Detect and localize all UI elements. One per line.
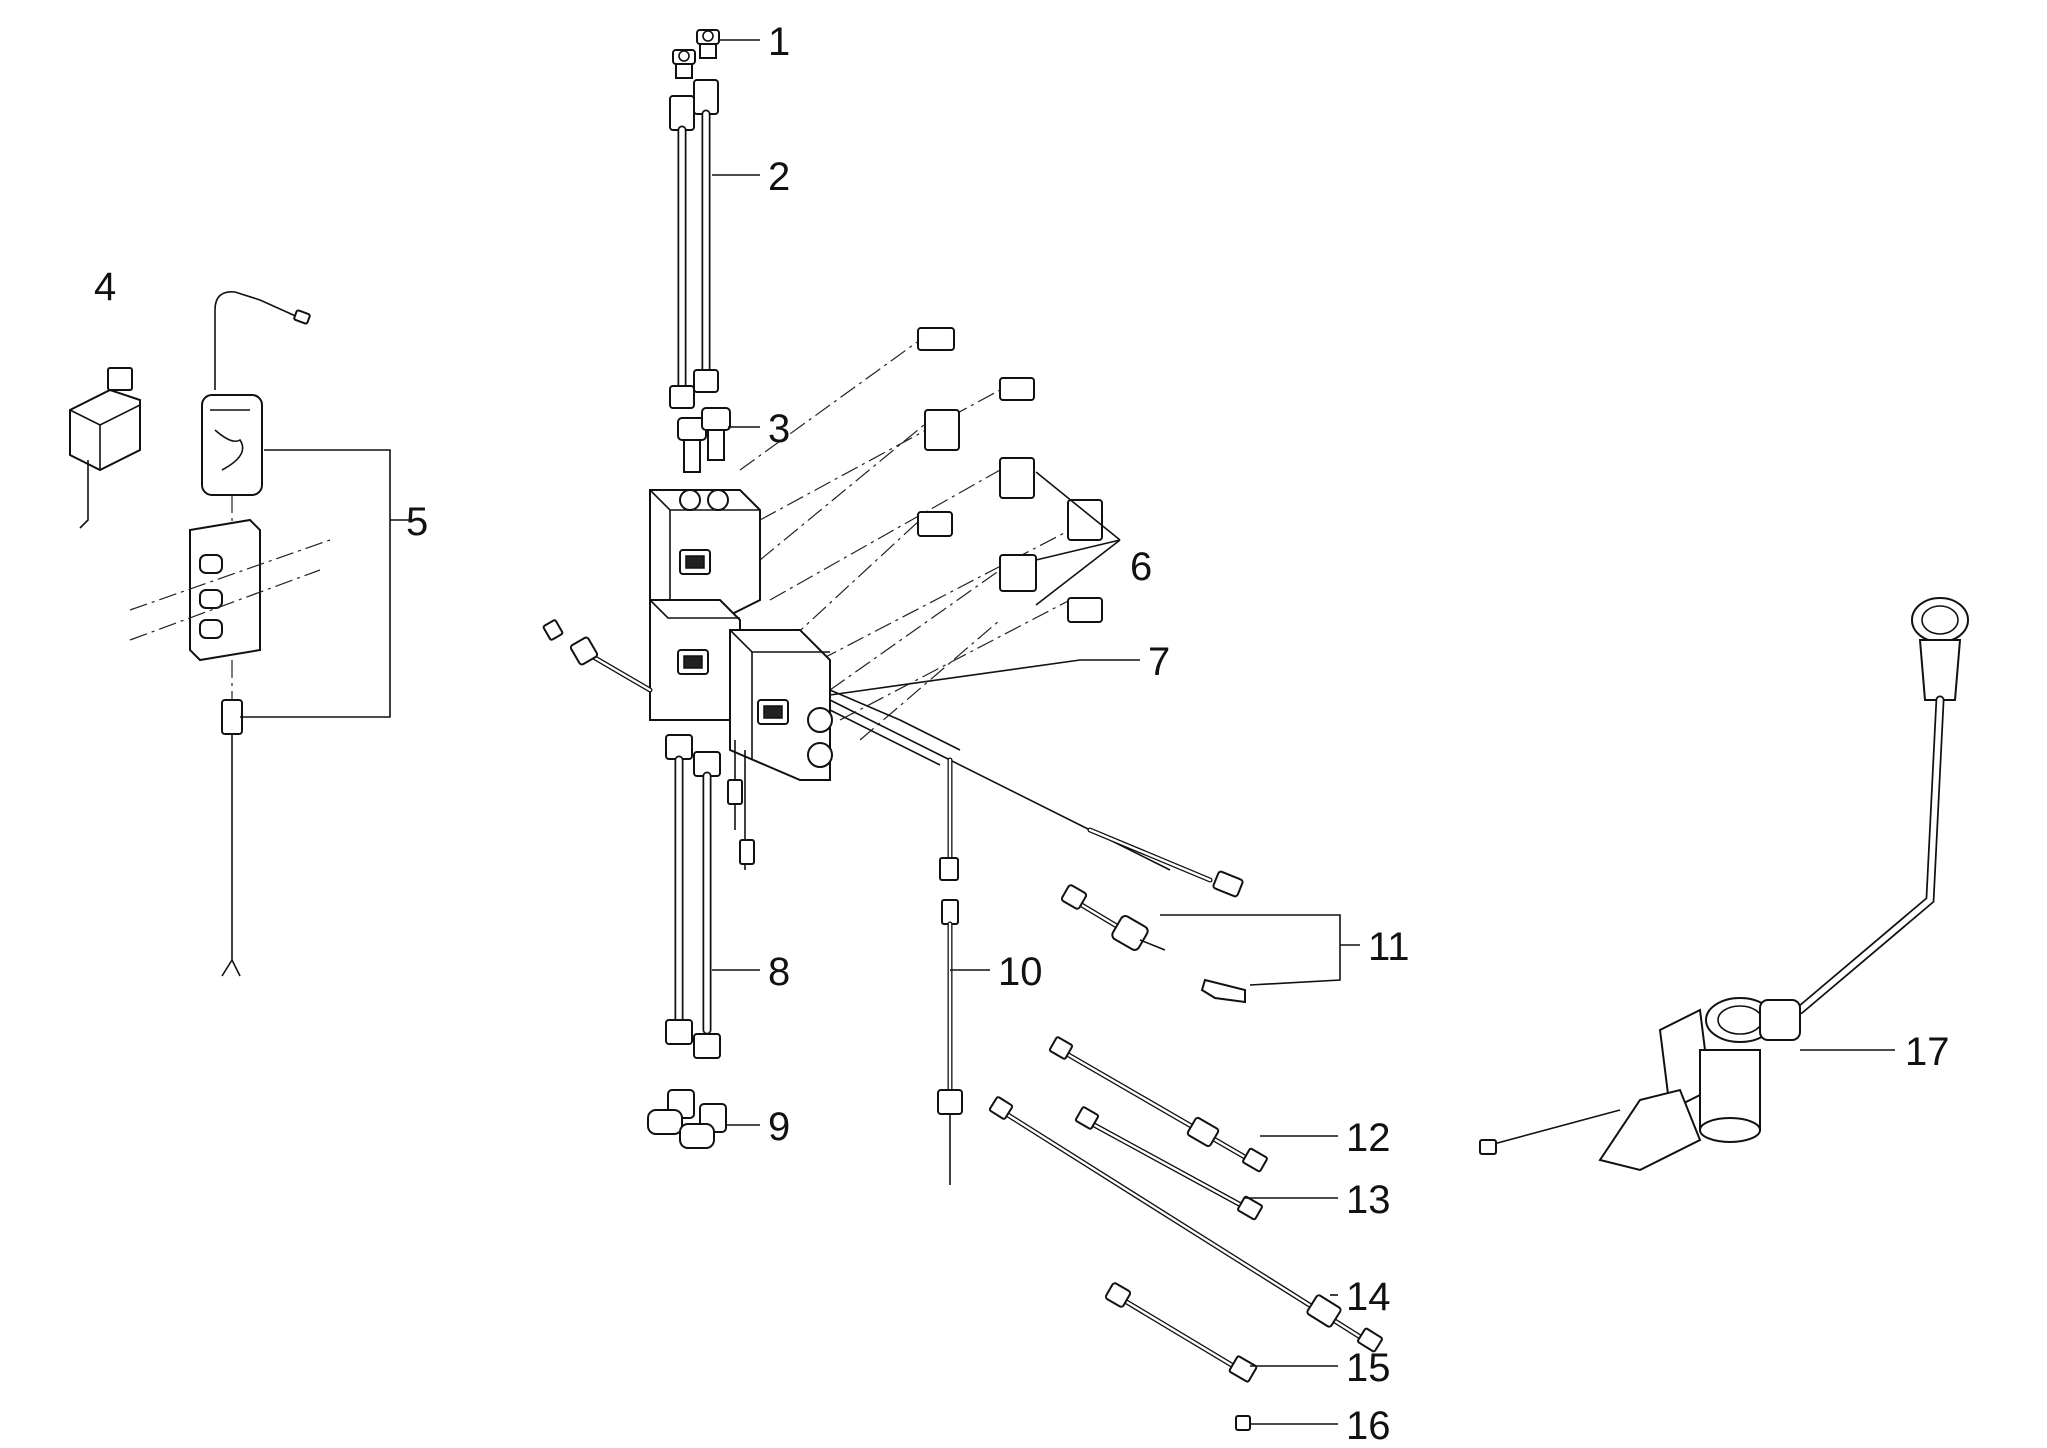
callout-3: 3 [768,407,790,451]
callout-11: 11 [1368,925,1410,969]
part-12-connection-cable [1048,1036,1268,1173]
callout-4: 4 [94,265,116,309]
callout-14: 14 [1346,1275,1391,1319]
callout-9: 9 [768,1105,790,1149]
part-5-power-supply [129,291,331,977]
part-2-upper-hoses [669,79,719,409]
callout-6: 6 [1130,545,1152,589]
callout-1: 1 [768,20,790,64]
part-6-mounting-clips [917,327,1103,623]
callout-7: 7 [1148,640,1170,684]
module-lower-cables [727,740,755,870]
part-10-sensor-probe [937,899,963,1185]
alignment-lines [739,339,1071,741]
part-4-din-module [69,367,141,529]
part-9-angle-valves [647,1089,727,1149]
part-16-end-cap [1235,1415,1251,1431]
callout-13: 13 [1346,1178,1391,1222]
part-7-cable-harness [829,689,1244,898]
callout-leader-lines [240,39,1895,1425]
callout-12: 12 [1346,1116,1391,1160]
callout-15: 15 [1346,1346,1391,1390]
callout-16: 16 [1346,1404,1391,1448]
part-14-connection-cable [988,1096,1383,1353]
part-15-short-cable [1104,1282,1258,1383]
callout-5: 5 [406,500,428,544]
callout-10: 10 [998,950,1043,994]
part-1-connector-fittings [672,29,720,79]
part-11-adapter-parts [1060,884,1246,1004]
control-module-assembly [649,489,833,781]
callout-17: 17 [1905,1030,1950,1074]
part-3-module-fittings [677,407,731,473]
part-13-connection-cable [1074,1106,1263,1221]
module-left-cable [542,619,653,693]
callout-8: 8 [768,950,790,994]
callout-numbers: 1 2 3 4 5 6 7 8 9 10 11 12 13 14 15 16 1… [94,20,1950,1448]
part-8-lower-hoses [665,734,721,1059]
part-17-bath-waste-overflow [1479,597,1969,1172]
callout-2: 2 [768,155,790,199]
